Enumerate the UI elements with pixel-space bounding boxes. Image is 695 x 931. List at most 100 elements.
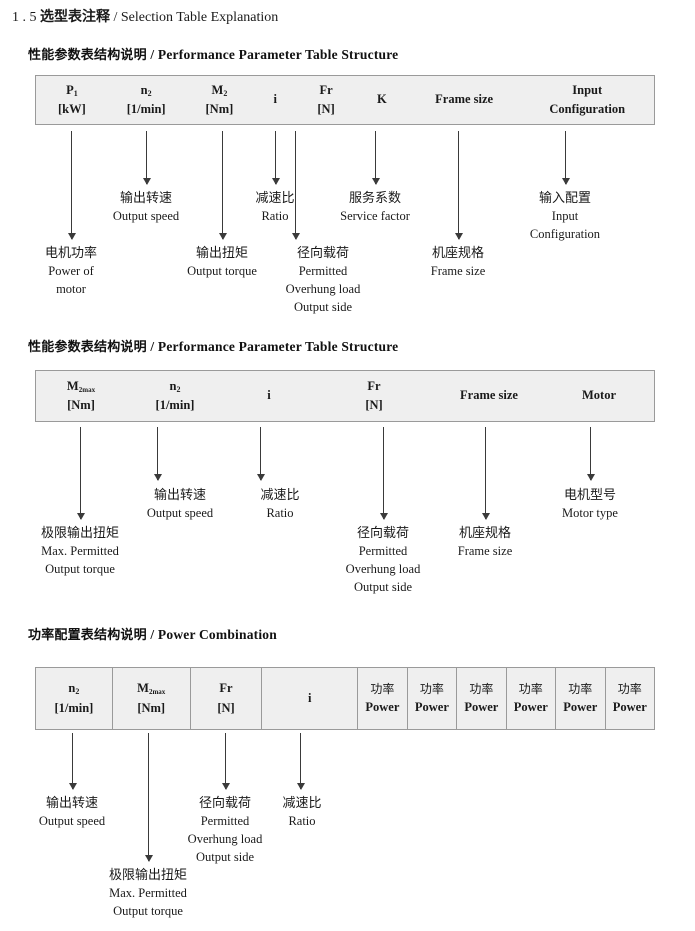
table1-col-frame-size-symbol: Frame size — [435, 92, 494, 107]
arrow-overhung-load-3 — [221, 733, 230, 790]
arrow-output-torque — [218, 131, 227, 240]
table2-col-i-symbol: i — [267, 388, 271, 403]
arrow-overhung-load-2 — [379, 427, 388, 520]
note-max-output-torque: 极限输出扭矩 Max. Permitted Output torque — [41, 525, 119, 579]
arrow-ratio-2 — [256, 427, 265, 481]
note-output-speed-cn: 输出转速 — [119, 191, 172, 206]
note-motor-type-en: Motor type — [562, 506, 618, 521]
note-ratio-3-en: Ratio — [288, 814, 316, 829]
note-max-output-torque-3-en-2: Output torque — [113, 904, 183, 919]
performance-parameter-table-1: P1 [kW] n2 [1/min] M2 [Nm] i Fr [N] K Fr… — [35, 75, 655, 125]
note-output-torque-cn: 输出扭矩 — [195, 246, 249, 261]
table1-col-m2-symbol: M2 — [211, 82, 228, 98]
table1-col-n2-unit: [1/min] — [126, 102, 166, 116]
note-power-of-motor: 电机功率 Power of motor — [45, 245, 97, 299]
table3-col-power-2-cn: 功率 — [419, 681, 444, 696]
table2-col-frame-size: Frame size — [434, 371, 544, 421]
note-max-output-torque-cn: 极限输出扭矩 — [40, 526, 120, 541]
table3-col-power-1-en: Power — [365, 700, 400, 715]
note-overhung-load-en-2: Overhung load — [285, 282, 361, 297]
note-overhung-load-en-3: Output side — [294, 299, 352, 314]
table2-col-motor: Motor — [544, 371, 654, 421]
section-number: 1 . 5 — [12, 10, 37, 25]
note-max-output-torque-en-1: Max. Permitted — [41, 544, 119, 559]
note-ratio-2: 减速比 Ratio — [260, 487, 299, 523]
note-motor-type: 电机型号 Motor type — [562, 487, 618, 523]
table1-col-m2: M2 [Nm] — [185, 76, 255, 124]
table3-col-power-6-en: Power — [612, 700, 647, 715]
table3-col-power-4: 功率 Power — [505, 668, 555, 729]
note-output-speed: 输出转速 Output speed — [113, 190, 179, 226]
note-max-output-torque-3: 极限输出扭矩 Max. Permitted Output torque — [109, 867, 187, 921]
table1-col-p1-symbol: P1 — [66, 82, 78, 98]
table2-col-n2: n2 [1/min] — [126, 371, 224, 421]
note-overhung-load-en-1: Permitted — [298, 264, 348, 279]
table1-col-frame-size: Frame size — [408, 76, 521, 124]
table1-col-k: K — [356, 76, 408, 124]
section-heading-cn: 性能参数表结构说明 — [28, 48, 147, 63]
section-heading-performance-1: 性能参数表结构说明 / Performance Parameter Table … — [28, 44, 398, 63]
arrow-ratio — [271, 131, 280, 185]
section-heading-2-cn: 性能参数表结构说明 — [28, 340, 147, 355]
section-heading-power-combination: 功率配置表结构说明 / Power Combination — [28, 624, 277, 643]
section-heading-en: Performance Parameter Table Structure — [157, 47, 399, 62]
table3-col-n2: n2 [1/min] — [36, 668, 112, 729]
section-heading-sep: / — [150, 47, 155, 62]
note-ratio-cn: 减速比 — [255, 191, 295, 206]
performance-parameter-table-2: M2max [Nm] n2 [1/min] i Fr [N] Frame siz… — [35, 370, 655, 422]
note-power-of-motor-en-1: Power of — [48, 264, 94, 279]
table1-col-p1: P1 [kW] — [36, 76, 108, 124]
table1-col-p1-unit: [kW] — [57, 102, 86, 116]
section-heading-3-cn: 功率配置表结构说明 — [28, 628, 147, 643]
note-overhung-load-cn: 径向载荷 — [296, 246, 350, 261]
table3-col-fr-unit: [N] — [217, 700, 235, 715]
table3-col-power-3-en: Power — [464, 700, 499, 715]
table3-col-i: i — [261, 668, 357, 729]
table3-col-m2max-symbol: M2max — [137, 681, 166, 697]
note-motor-type-cn: 电机型号 — [563, 488, 616, 503]
table2-col-i: i — [224, 371, 314, 421]
section-heading-3-sep: / — [150, 627, 155, 642]
note-output-torque-en: Output torque — [187, 264, 257, 279]
table1-col-i: i — [254, 76, 296, 124]
note-overhung-load-2-en-2: Overhung load — [345, 562, 421, 577]
table2-col-m2max: M2max [Nm] — [36, 371, 126, 421]
arrow-ratio-3 — [296, 733, 305, 790]
note-frame-size-1-cn: 机座规格 — [431, 246, 484, 261]
section-heading-performance-2: 性能参数表结构说明 / Performance Parameter Table … — [28, 336, 398, 355]
note-output-speed-3-en: Output speed — [38, 814, 106, 829]
table3-col-power-1-cn: 功率 — [370, 681, 395, 696]
note-overhung-load-2-en-1: Permitted — [358, 544, 408, 559]
note-frame-size-1: 机座规格 Frame size — [431, 245, 486, 281]
note-max-output-torque-3-cn: 极限输出扭矩 — [108, 868, 188, 883]
note-frame-size-2: 机座规格 Frame size — [458, 525, 513, 561]
table3-col-fr-symbol: Fr — [219, 681, 233, 696]
page-title-cn: 选型表注释 — [40, 9, 110, 25]
note-output-speed-2-en: Output speed — [146, 506, 214, 521]
note-max-output-torque-3-en-1: Max. Permitted — [109, 886, 187, 901]
note-input-configuration-en-1: Input — [551, 209, 579, 224]
arrow-output-speed-3 — [68, 733, 77, 790]
table3-col-m2max: M2max [Nm] — [111, 668, 190, 729]
table3-col-m2max-unit: [Nm] — [137, 700, 166, 715]
note-output-torque: 输出扭矩 Output torque — [187, 245, 257, 281]
note-overhung-load-2-cn: 径向载荷 — [356, 526, 410, 541]
note-ratio: 减速比 Ratio — [255, 190, 294, 226]
arrow-service-factor — [371, 131, 380, 185]
table1-col-fr-unit: [N] — [317, 102, 335, 116]
note-overhung-load-3-cn: 径向载荷 — [198, 796, 252, 811]
table3-col-power-3-cn: 功率 — [469, 681, 494, 696]
arrow-max-output-torque-3 — [144, 733, 153, 862]
note-overhung-load-3-en-3: Output side — [196, 849, 254, 864]
note-service-factor-cn: 服务系数 — [348, 191, 402, 206]
table3-col-power-5-en: Power — [563, 700, 598, 715]
table3-col-power-2: 功率 Power — [406, 668, 456, 729]
table3-col-power-5-cn: 功率 — [568, 681, 593, 696]
table2-col-n2-unit: [1/min] — [155, 398, 195, 412]
section-heading-2-sep: / — [150, 339, 155, 354]
table1-col-i-symbol: i — [273, 92, 277, 107]
arrow-input-configuration — [561, 131, 570, 185]
table3-col-i-symbol: i — [308, 690, 312, 705]
table3-col-power-3: 功率 Power — [456, 668, 505, 729]
arrow-output-speed-2 — [153, 427, 162, 481]
